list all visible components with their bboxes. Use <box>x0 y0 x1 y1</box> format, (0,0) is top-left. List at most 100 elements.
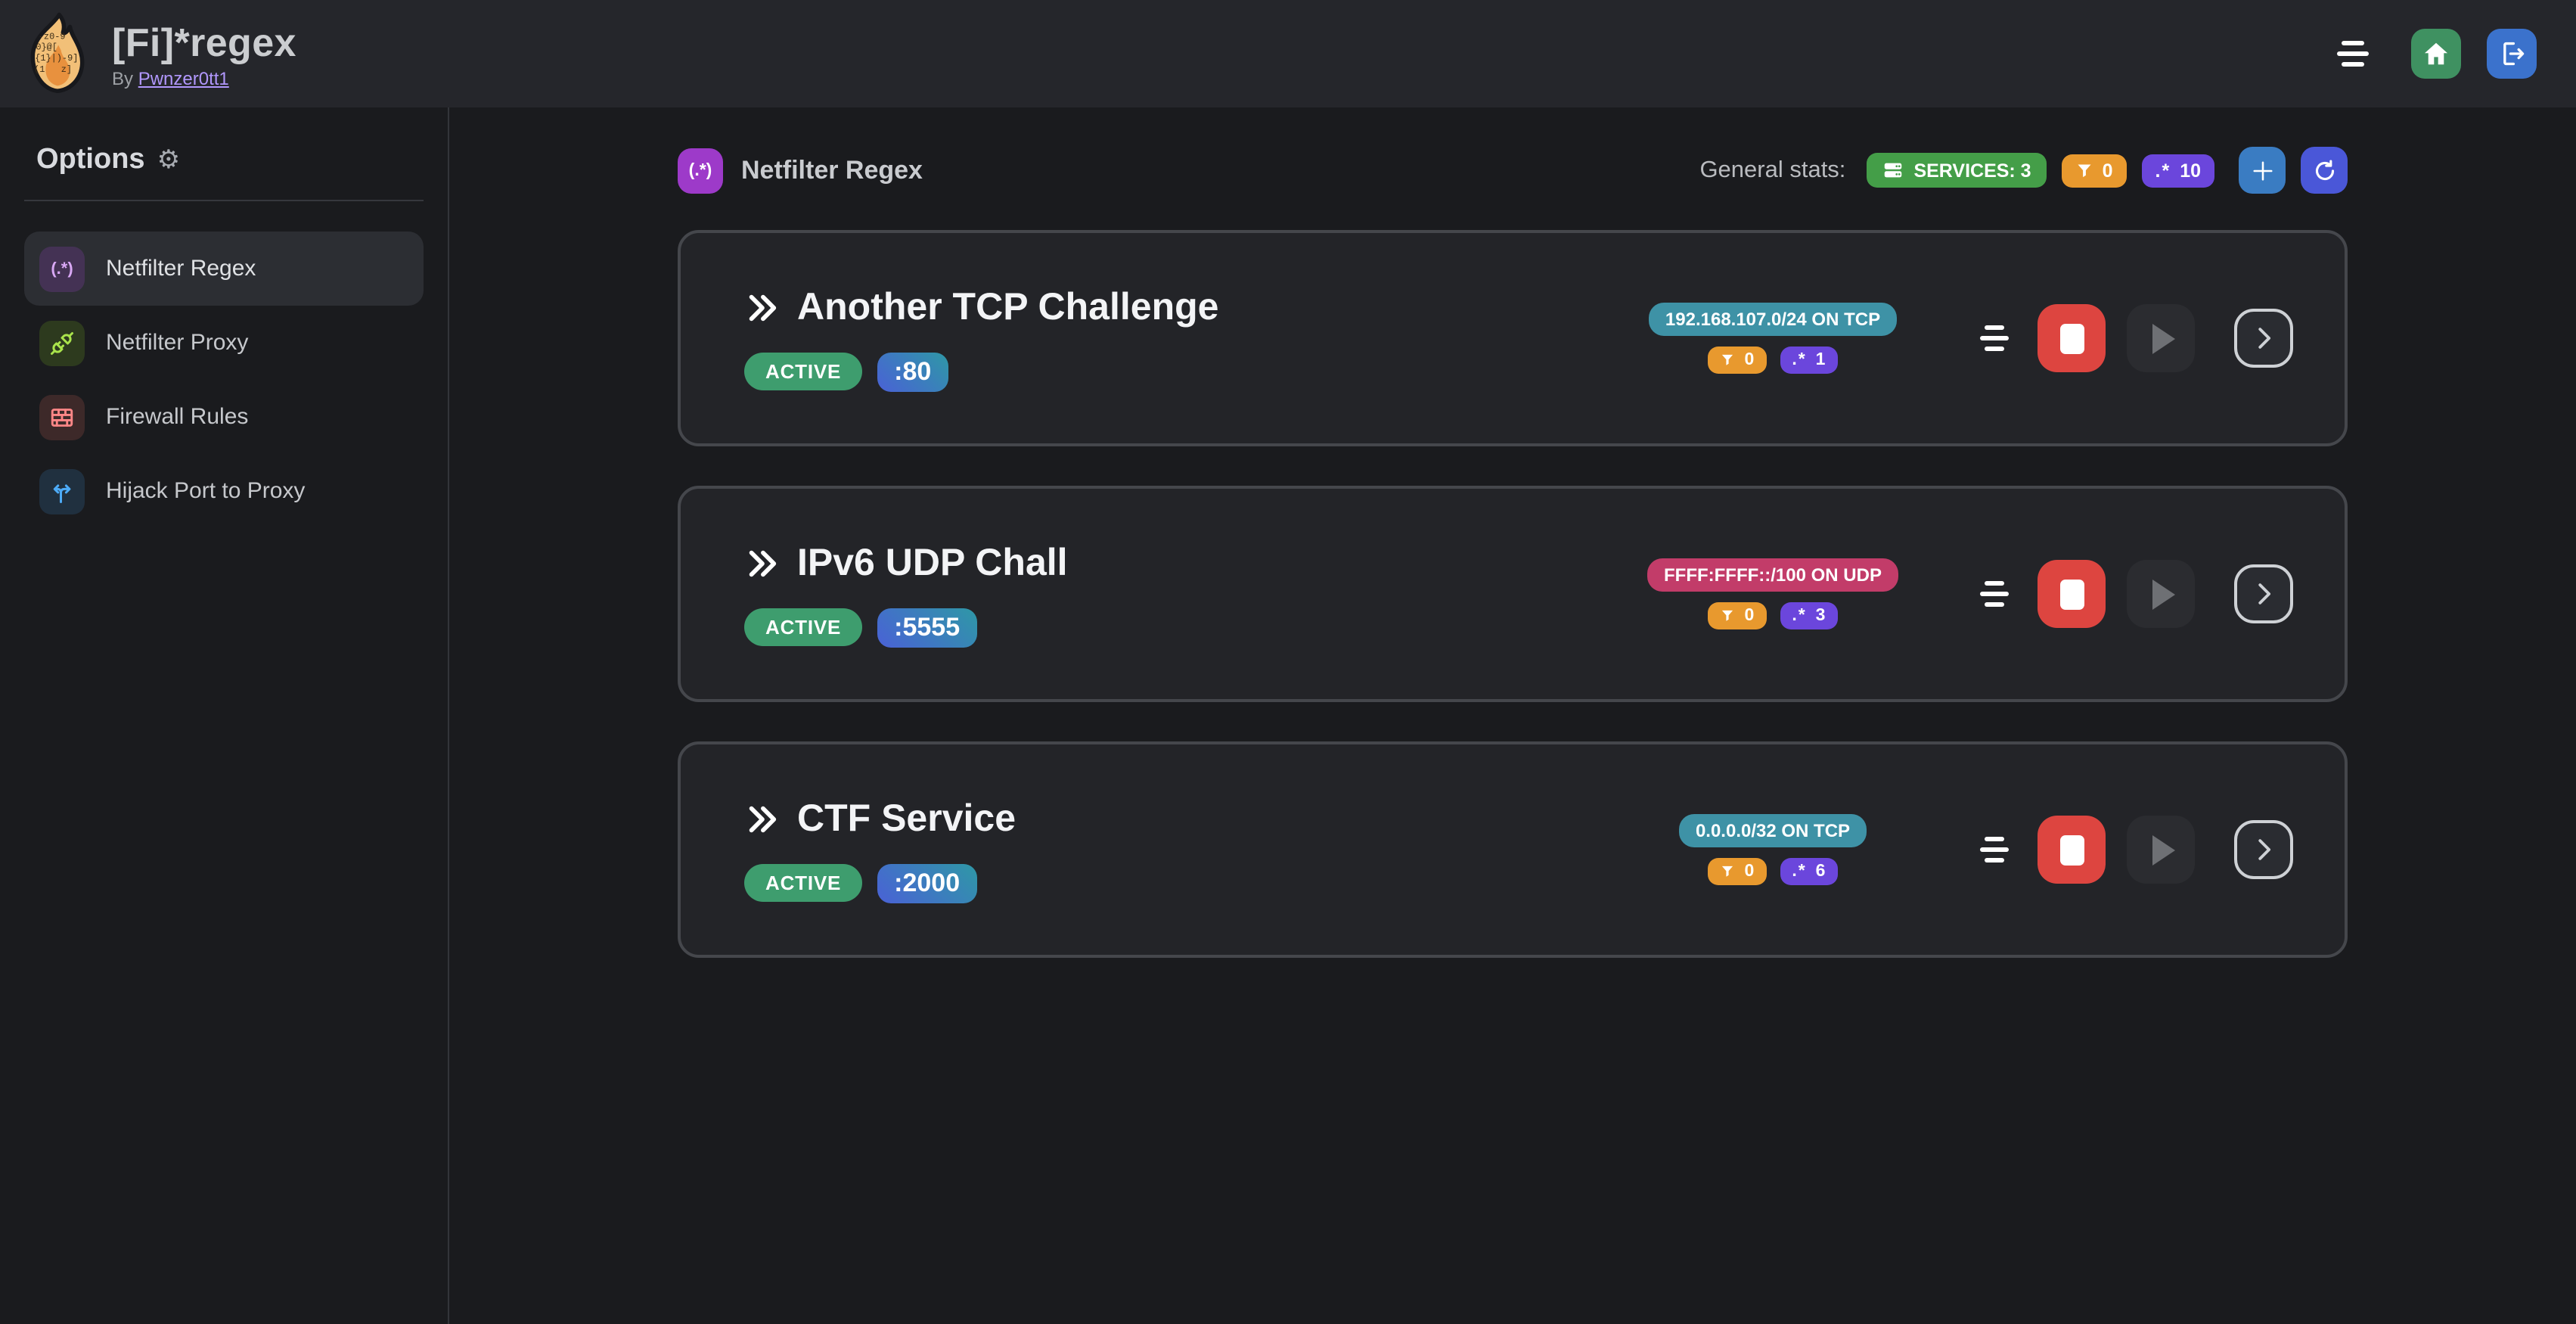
stop-service-button[interactable] <box>2038 560 2106 628</box>
service-regex-badge: .* 6 <box>1780 858 1838 885</box>
port-badge: :2000 <box>877 863 977 903</box>
service-card: Another TCP Challenge ACTIVE :80 192.168… <box>678 230 2348 446</box>
service-stats-stack: FFFF:FFFF::/100 ON UDP 0 .* <box>1644 558 1901 629</box>
service-regex-badge: .* 1 <box>1780 347 1838 374</box>
regex-glyph-icon: .* <box>2155 160 2171 181</box>
regex-glyph-icon: .* <box>1792 607 1807 625</box>
play-icon <box>2152 323 2175 353</box>
stop-icon <box>2059 579 2084 609</box>
start-service-button-disabled <box>2127 816 2195 884</box>
service-stats-stack: 192.168.107.0/24 ON TCP 0 .* <box>1644 303 1901 374</box>
header-menu-icon[interactable] <box>2334 40 2370 67</box>
sidebar-item-netfilter-regex[interactable]: (.*) Netfilter Regex <box>24 232 424 306</box>
regex-count-badge: .* 10 <box>2141 154 2214 187</box>
brand-text: [Fi]*regex By Pwnzer0tt1 <box>112 19 296 89</box>
general-stats: General stats: SERVICES: 3 <box>1699 147 2348 194</box>
service-name: Another TCP Challenge <box>797 285 1219 328</box>
status-badge: ACTIVE <box>744 353 863 390</box>
sidebar: Options ⚙ (.*) Netfilter Regex <box>0 107 449 1324</box>
open-service-button[interactable] <box>2234 564 2293 623</box>
funnel-icon <box>1721 864 1736 879</box>
sidebar-divider <box>24 200 424 201</box>
play-icon <box>2152 834 2175 865</box>
section-title: Netfilter Regex <box>741 155 923 184</box>
service-regex-badge: .* 3 <box>1780 602 1838 629</box>
main-content: (.*) Netfilter Regex General stats: <box>449 107 2576 1324</box>
svg-text:{1}|)-9]: {1}|)-9] <box>35 53 78 64</box>
funnel-icon <box>1721 608 1736 623</box>
home-icon <box>2422 39 2450 68</box>
byline-label: By <box>112 67 134 89</box>
flame-logo-icon: -z0-9 0}@[ {1}|)-9] (1 z] <box>23 12 92 95</box>
port-badge: :5555 <box>877 608 977 647</box>
sidebar-heading-label: Options <box>36 144 145 176</box>
service-card: IPv6 UDP Chall ACTIVE :5555 FFFF:FFFF::/… <box>678 486 2348 702</box>
regex-icon: (.*) <box>39 246 85 291</box>
services-count-badge: SERVICES: 3 <box>1867 153 2047 188</box>
sidebar-item-hijack-port[interactable]: Hijack Port to Proxy <box>24 454 424 528</box>
regex-glyph-icon: .* <box>1792 862 1807 881</box>
sidebar-item-firewall-rules[interactable]: Firewall Rules <box>24 380 424 454</box>
service-stats-stack: 0.0.0.0/32 ON TCP 0 .* <box>1644 814 1901 885</box>
svg-text:-z0-9: -z0-9 <box>39 32 66 42</box>
plug-connected-icon <box>39 320 85 365</box>
chevrons-right-icon <box>744 801 779 836</box>
service-menu-icon[interactable] <box>1977 580 2010 608</box>
open-service-button[interactable] <box>2234 309 2293 368</box>
logout-icon <box>2497 39 2526 68</box>
funnel-icon <box>1721 353 1736 368</box>
address-badge: 0.0.0.0/32 ON TCP <box>1678 814 1867 847</box>
sidebar-item-label: Netfilter Regex <box>106 256 256 281</box>
chevron-right-icon <box>2249 580 2278 608</box>
top-header: -z0-9 0}@[ {1}|)-9] (1 z] [Fi]*regex By … <box>0 0 2576 107</box>
service-menu-icon[interactable] <box>1977 836 2010 863</box>
funnel-icon <box>2075 161 2093 179</box>
add-service-button[interactable] <box>2239 147 2286 194</box>
chevrons-right-icon <box>744 290 779 325</box>
gear-icon: ⚙ <box>157 145 181 174</box>
sidebar-item-label: Hijack Port to Proxy <box>106 478 306 504</box>
service-filters-badge: 0 <box>1708 602 1767 629</box>
chevrons-right-icon <box>744 545 779 580</box>
sidebar-item-label: Netfilter Proxy <box>106 330 249 356</box>
stop-service-button[interactable] <box>2038 816 2106 884</box>
status-badge: ACTIVE <box>744 864 863 902</box>
brand: -z0-9 0}@[ {1}|)-9] (1 z] [Fi]*regex By … <box>23 12 296 95</box>
plus-icon <box>2249 157 2276 184</box>
section-header: (.*) Netfilter Regex General stats: <box>678 147 2348 194</box>
refresh-button[interactable] <box>2301 147 2348 194</box>
sidebar-nav: (.*) Netfilter Regex Netfilter Proxy <box>24 232 424 528</box>
sidebar-item-label: Firewall Rules <box>106 404 249 430</box>
address-badge: 192.168.107.0/24 ON TCP <box>1648 303 1898 336</box>
regex-glyph-icon: .* <box>1792 351 1807 369</box>
address-badge: FFFF:FFFF::/100 ON UDP <box>1647 558 1898 592</box>
sidebar-heading: Options ⚙ <box>36 144 424 177</box>
port-badge: :80 <box>877 352 948 391</box>
section-regex-icon: (.*) <box>678 148 723 193</box>
stats-label: General stats: <box>1699 157 1846 182</box>
sidebar-item-netfilter-proxy[interactable]: Netfilter Proxy <box>24 306 424 380</box>
regex-count-text: 10 <box>2180 160 2201 181</box>
service-filters-badge: 0 <box>1708 347 1767 374</box>
chevron-right-icon <box>2249 324 2278 353</box>
chevron-right-icon <box>2249 835 2278 864</box>
brick-wall-icon <box>39 394 85 440</box>
play-icon <box>2152 579 2175 609</box>
service-name: CTF Service <box>797 797 1016 839</box>
service-menu-icon[interactable] <box>1977 325 2010 352</box>
filters-count-badge: 0 <box>2061 154 2127 187</box>
server-icon <box>1882 159 1904 182</box>
home-button[interactable] <box>2411 29 2461 79</box>
filters-count-text: 0 <box>2102 160 2113 181</box>
open-service-button[interactable] <box>2234 820 2293 879</box>
split-arrows-icon <box>39 468 85 514</box>
app-title: [Fi]*regex <box>112 19 296 64</box>
service-name: IPv6 UDP Chall <box>797 541 1068 583</box>
byline: By Pwnzer0tt1 <box>112 67 296 89</box>
refresh-icon <box>2311 157 2338 184</box>
stop-service-button[interactable] <box>2038 304 2106 372</box>
author-link[interactable]: Pwnzer0tt1 <box>138 67 229 89</box>
logout-button[interactable] <box>2487 29 2537 79</box>
svg-text:(1 z]: (1 z] <box>34 64 72 75</box>
